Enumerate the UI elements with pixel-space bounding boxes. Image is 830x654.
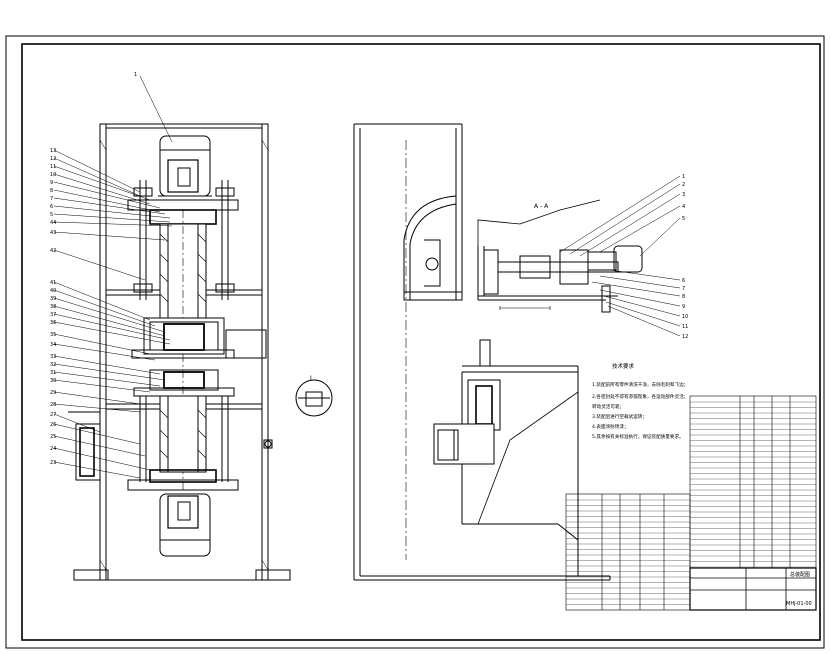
rcallout-9: 9	[682, 304, 685, 310]
drawing-code: MHJ-01-00	[786, 601, 812, 607]
left-callout-numbers: 13 12 11 10 9 8 7 6 5 44 43 42 41 40 39 …	[50, 72, 137, 466]
callout-35: 35	[50, 332, 56, 338]
rcallout-12: 12	[682, 334, 688, 340]
callout-43: 43	[50, 230, 56, 236]
rcallout-3: 3	[682, 192, 685, 198]
callout-41: 41	[50, 280, 56, 286]
tech-item-2b: 转动灵活可靠；	[592, 403, 624, 410]
inner-border	[21, 43, 821, 641]
callout-34: 34	[50, 342, 56, 348]
callout-33: 33	[50, 354, 56, 360]
rcallout-6: 6	[682, 278, 685, 284]
callout-10: 10	[50, 172, 56, 178]
callout-37: 37	[50, 312, 56, 318]
front-view	[68, 123, 291, 581]
svg-text:Ⅰ: Ⅰ	[310, 375, 312, 382]
callout-7: 7	[50, 196, 53, 202]
callout-42: 42	[50, 248, 56, 254]
callout-24: 24	[50, 446, 56, 452]
callout-top-1: 1	[134, 72, 137, 78]
technical-requirements: 技术要求 1.装配前所有零件清洗干净，去除毛刺和飞边； 2.各密封处不得有渗漏现…	[592, 362, 688, 440]
callout-31: 31	[50, 370, 56, 376]
title-block-text: 总装配图 MHJ-01-00	[786, 571, 812, 607]
callout-11: 11	[50, 164, 56, 170]
callout-39: 39	[50, 296, 56, 302]
parts-list-lower	[565, 493, 691, 611]
detail-view: Ⅰ	[295, 375, 333, 417]
rcallout-5: 5	[682, 216, 685, 222]
callout-32: 32	[50, 362, 56, 368]
row-lines	[566, 401, 816, 605]
right-callout-numbers: 1 2 3 4 5 6 7 8 9 10 11 12	[682, 174, 688, 340]
rcallout-11: 11	[682, 324, 688, 330]
side-view	[353, 123, 611, 581]
callout-5: 5	[50, 212, 53, 218]
rcallout-1: 1	[682, 174, 685, 180]
callout-40: 40	[50, 288, 56, 294]
callout-12: 12	[50, 156, 56, 162]
callout-8: 8	[50, 188, 53, 194]
tech-item-4: 4.表面涂防锈漆；	[592, 423, 629, 430]
title-block-name: 总装配图	[790, 571, 810, 578]
rcallout-7: 7	[682, 286, 685, 292]
callout-6: 6	[50, 204, 53, 210]
callout-23: 23	[50, 460, 56, 466]
tech-item-5: 5.其余按有关标准执行，保证装配质量要求。	[592, 433, 684, 440]
parts-list-upper	[689, 395, 817, 569]
callout-30: 30	[50, 378, 56, 384]
callout-36: 36	[50, 320, 56, 326]
section-label: A - A	[534, 203, 549, 210]
tech-item-1: 1.装配前所有零件清洗干净，去除毛刺和飞边；	[592, 381, 688, 388]
left-callouts	[53, 75, 173, 479]
tech-item-2: 2.各密封处不得有渗漏现象，各运动部件灵活；	[592, 393, 688, 400]
section-view	[477, 199, 643, 313]
callout-44: 44	[50, 220, 56, 226]
rcallout-8: 8	[682, 294, 685, 300]
title-block	[689, 567, 817, 611]
outer-border	[5, 35, 825, 649]
callout-27: 27	[50, 412, 56, 418]
callout-29: 29	[50, 390, 56, 396]
callout-38: 38	[50, 304, 56, 310]
tech-item-3: 3.装配后进行空载试运转；	[592, 413, 647, 420]
callout-9: 9	[50, 180, 53, 186]
right-callouts	[559, 175, 681, 337]
callout-28: 28	[50, 402, 56, 408]
callout-25: 25	[50, 434, 56, 440]
rcallout-10: 10	[682, 314, 688, 320]
callout-26: 26	[50, 422, 56, 428]
rcallout-4: 4	[682, 204, 685, 210]
tech-title: 技术要求	[612, 362, 635, 370]
rcallout-2: 2	[682, 182, 685, 188]
callout-13: 13	[50, 148, 56, 154]
